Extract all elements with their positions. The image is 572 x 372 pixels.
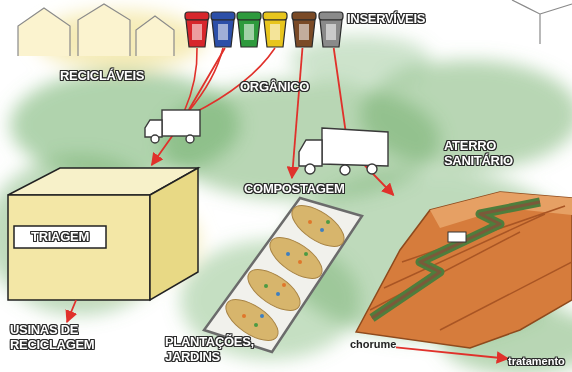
truck-body [322, 128, 388, 166]
speck [320, 228, 324, 232]
bin-highlight [326, 24, 336, 40]
process-label: COMPOSTAGEM [244, 181, 362, 196]
compost-bed [204, 198, 362, 352]
speck [264, 284, 268, 288]
destination-text: PLANTAÇÕES, JARDINS [165, 334, 270, 364]
building-front [8, 195, 150, 300]
landfill-mound [356, 192, 572, 348]
bin-lid [292, 12, 316, 20]
leachate-text: chorume [350, 338, 410, 351]
house-outline [78, 4, 130, 56]
speck [242, 314, 246, 318]
connectors [67, 48, 508, 359]
collection-truck [299, 128, 388, 175]
organic-bin: ORGÂNICO [291, 10, 317, 48]
bin-body [212, 20, 234, 47]
watercolor-wash [0, 10, 572, 372]
bin-body [238, 20, 260, 47]
terrace-line [370, 206, 572, 330]
flow-arrow [334, 48, 394, 195]
process-label: ATERRO SANITÁRIO [444, 138, 532, 168]
bin-lid [263, 12, 287, 20]
bin-group: RECICLÁVEIS [184, 10, 288, 48]
truck-wheel [367, 164, 377, 174]
bin-highlights [192, 24, 336, 40]
bin-lid [319, 12, 343, 20]
speck [260, 314, 264, 318]
sorting-building [8, 168, 198, 300]
destination-label: USINAS DE RECICLAGEM [10, 322, 110, 356]
collection-truck [145, 110, 200, 143]
building-sign-text: TRIAGEM [14, 229, 106, 244]
bin-highlight [244, 24, 254, 40]
leachate-label: chorume [350, 338, 396, 352]
truck-body [162, 110, 200, 136]
truck-wheel [151, 135, 159, 143]
bin-body [264, 20, 286, 47]
flow-arrow [396, 347, 508, 358]
speck [276, 292, 280, 296]
speck [282, 283, 286, 287]
truck-wheel [186, 135, 194, 143]
bin-body [320, 20, 342, 47]
speck [308, 220, 312, 224]
waste-bin: INSERVÍVEIS [318, 10, 344, 48]
building-side [150, 168, 198, 300]
category-label: ORGÂNICO [240, 79, 335, 94]
house-outline [18, 8, 70, 56]
bin-highlight [299, 24, 309, 40]
landfill-cell-core [372, 202, 540, 318]
houses [18, 0, 572, 56]
speck [326, 220, 330, 224]
flow-arrow [152, 48, 225, 165]
truck-cab [145, 120, 162, 137]
treatment-label: tratamento [508, 354, 572, 370]
flow-arrow [67, 300, 76, 322]
compost-tray [204, 198, 362, 352]
bin-lid [185, 12, 209, 20]
sorting-building: TRIAGEM [8, 165, 200, 300]
truck-cab [299, 140, 322, 166]
speck [298, 260, 302, 264]
bin-highlight [192, 24, 202, 40]
treatment-text: tratamento [508, 355, 572, 368]
bin-lid [211, 12, 235, 20]
landfill [356, 192, 572, 348]
landfill-truck [448, 232, 466, 242]
building-sign [14, 226, 106, 248]
bin-body [186, 20, 208, 47]
speck [304, 252, 308, 256]
bin-body [293, 20, 315, 47]
bin-lid [237, 12, 261, 20]
category-label: RECICLÁVEIS [60, 68, 178, 83]
speck [254, 323, 258, 327]
bin-highlight [270, 24, 280, 40]
landfill: ATERRO SANITÁRIO [360, 195, 572, 345]
compost-bed: COMPOSTAGEM [205, 178, 365, 350]
truck-wheel [340, 165, 350, 175]
destination-text: USINAS DE RECICLAGEM [10, 322, 110, 352]
bins [185, 12, 343, 47]
landfill-cell [372, 202, 540, 318]
house-outline [512, 0, 572, 44]
truck-wheel [305, 164, 315, 174]
category-label: INSERVÍVEIS [347, 11, 442, 26]
house-outline [136, 16, 174, 56]
speck [286, 252, 290, 256]
compost-specks [242, 220, 330, 327]
bin-highlight [218, 24, 228, 40]
